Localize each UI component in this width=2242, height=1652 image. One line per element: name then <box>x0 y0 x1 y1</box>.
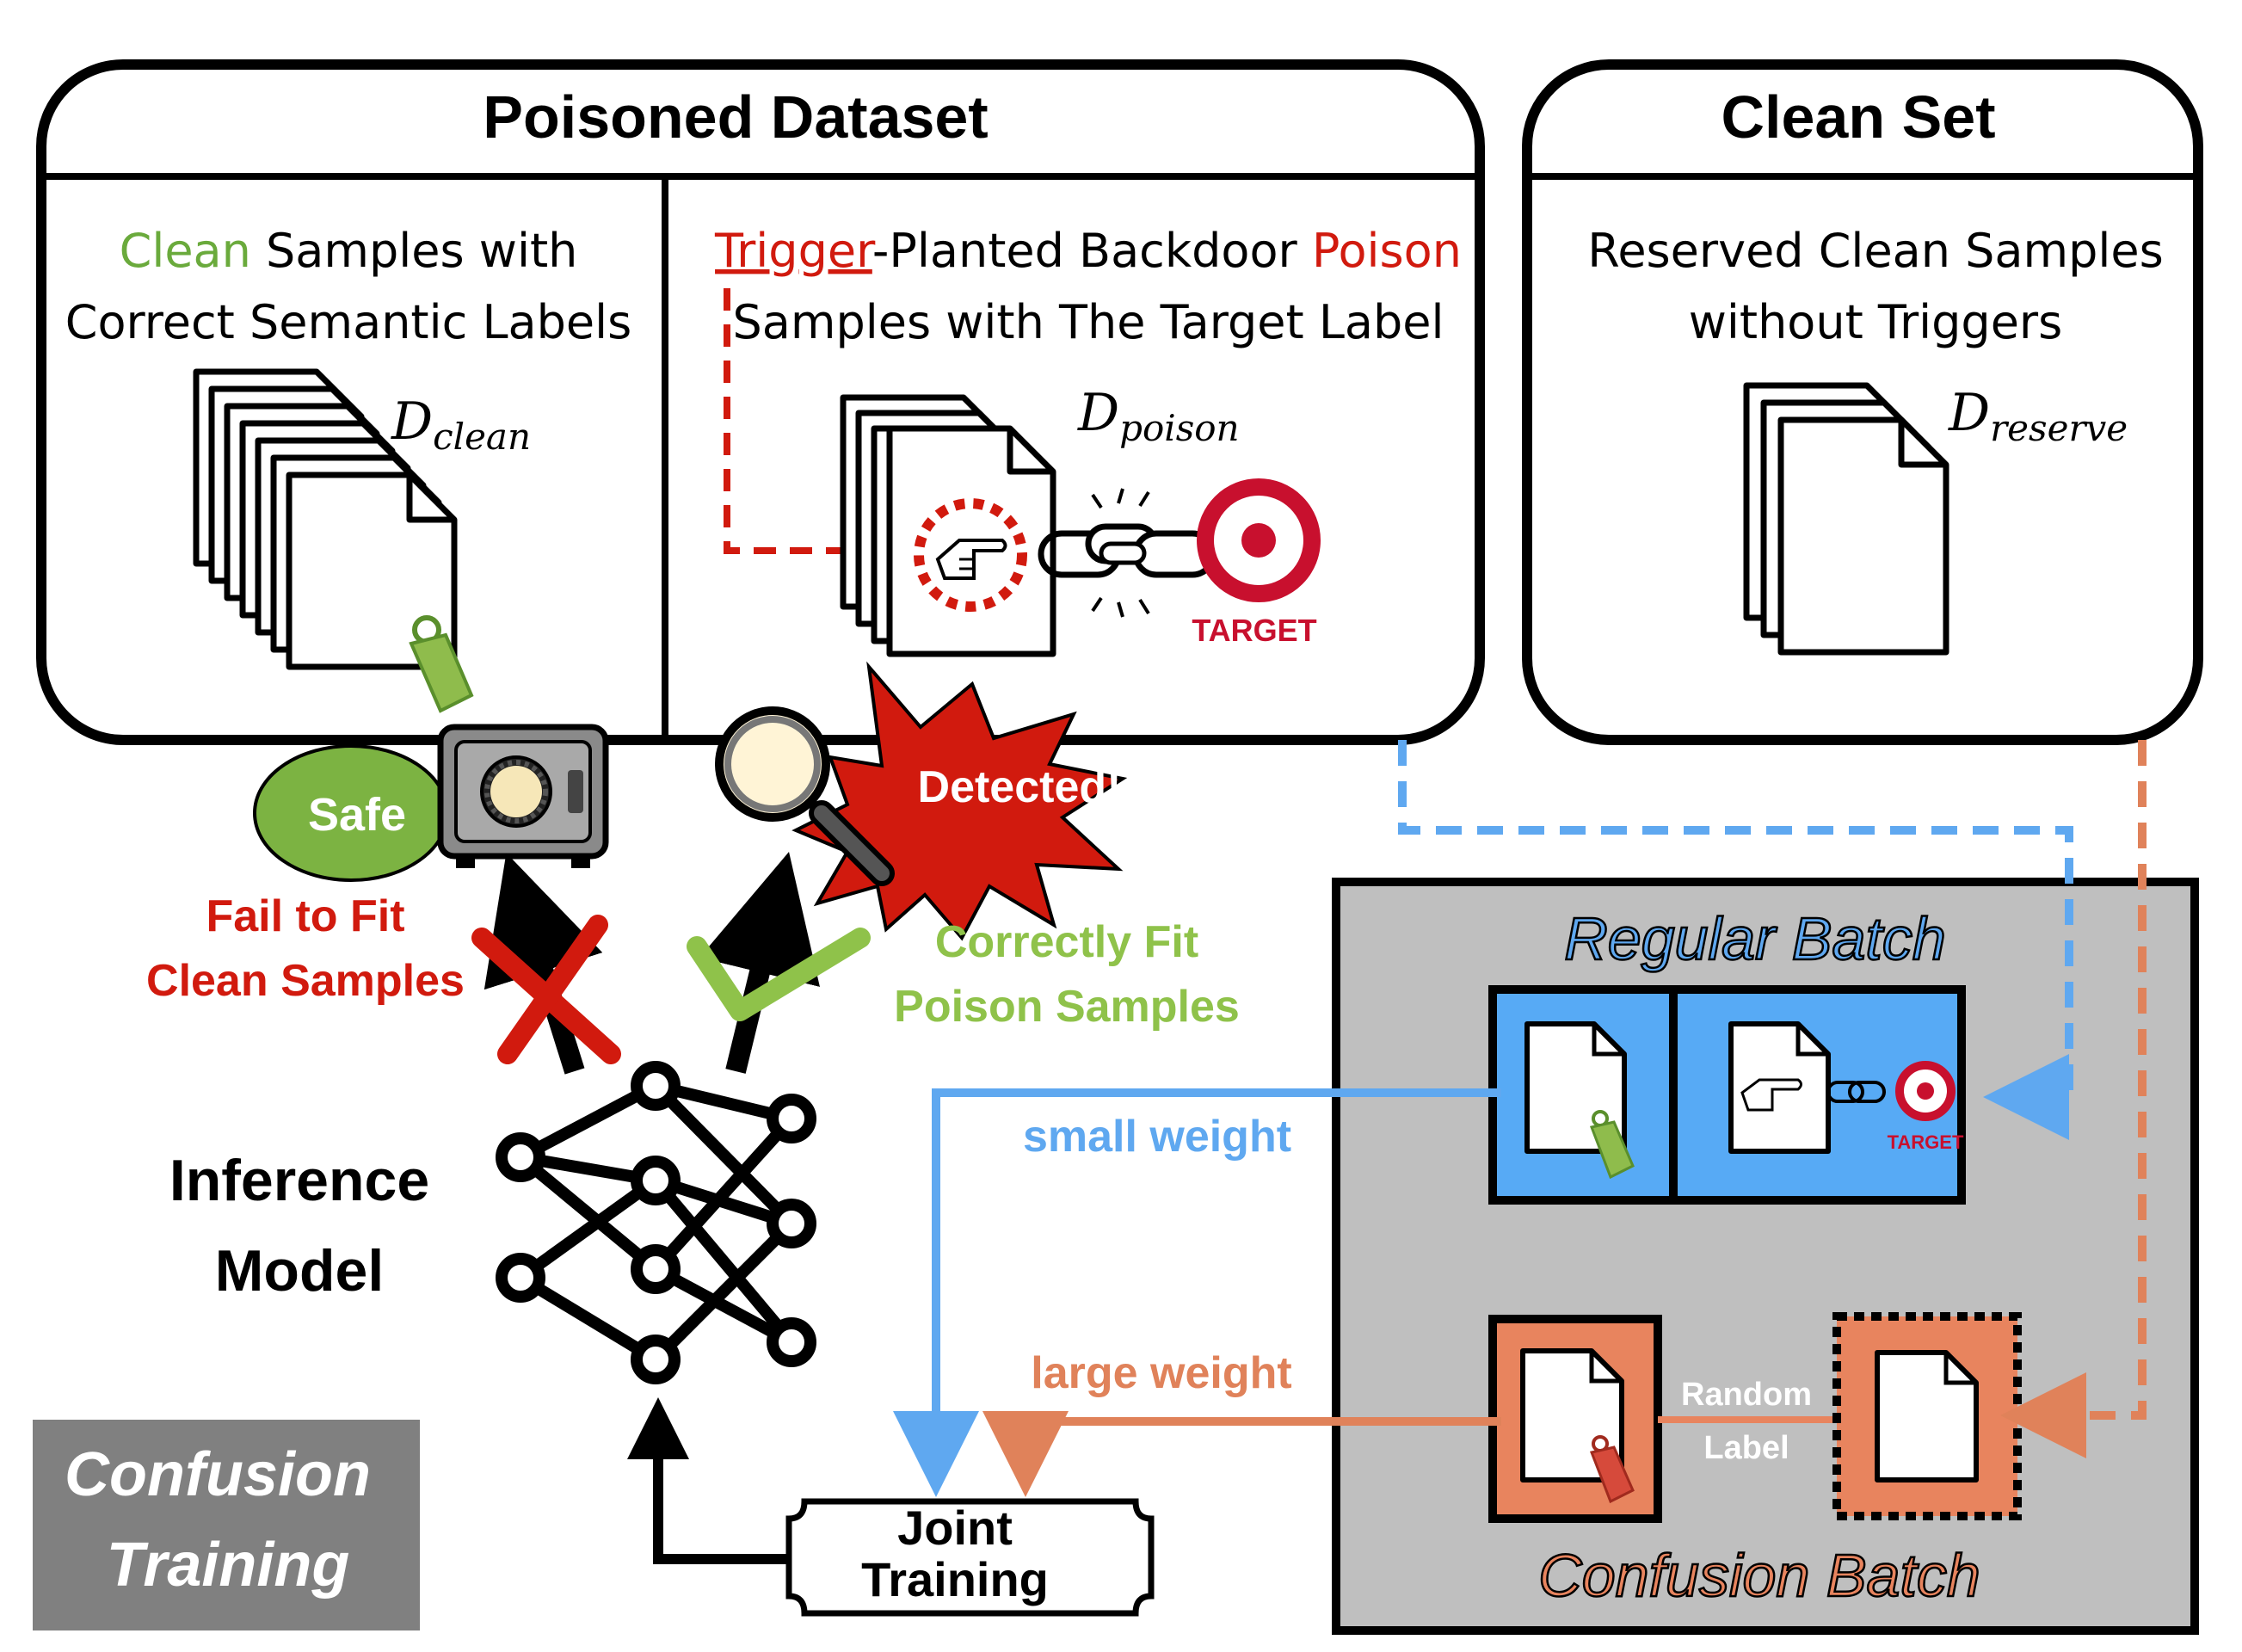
fail-line1: Fail to Fit <box>206 891 404 941</box>
regular-poison-document-icon: TARGET <box>1728 1021 1964 1154</box>
model-line1: Inference <box>169 1148 429 1213</box>
poisoned-dataset-title: Poisoned Dataset <box>483 83 988 151</box>
svg-text:TARGET: TARGET <box>1192 613 1316 648</box>
green-label-tag-icon <box>409 615 474 713</box>
clean-line2: Correct Semantic Labels <box>65 295 632 349</box>
magnifier-icon <box>715 706 895 886</box>
badge-line2: Training <box>107 1531 350 1600</box>
clean-set-line2: without Triggers <box>1689 295 2063 349</box>
training-panel: Regular Batch TARGET <box>1332 878 2199 1635</box>
inference-model-network-icon <box>496 1061 816 1384</box>
joint-line1: Joint <box>897 1501 1013 1555</box>
joint-to-model-arrow <box>627 1397 789 1564</box>
svg-text:Clean Samples with: Clean Samples with <box>120 224 578 278</box>
fail-cross-icon <box>471 915 621 1064</box>
poison-line2: Samples with The Target Label <box>732 295 1444 349</box>
detected-label: Detected! <box>918 762 1122 812</box>
target-icon: TARGET <box>1192 478 1321 648</box>
break-sparks <box>1091 488 1150 618</box>
trigger-hand-icon <box>914 498 1027 612</box>
chain-link-icon <box>1038 523 1216 578</box>
correct-line2: Poison Samples <box>894 982 1240 1032</box>
regular-batch: TARGET <box>1488 985 1966 1205</box>
confusion-reserve-document-icon <box>1875 1350 1979 1482</box>
success-check-icon <box>687 928 871 1021</box>
joint-line2: Training <box>861 1552 1049 1606</box>
trigger-arrow <box>724 288 905 578</box>
model-line2: Model <box>215 1238 384 1304</box>
random-label-line1: Random <box>1681 1377 1812 1413</box>
random-label-line2: Label <box>1703 1430 1789 1466</box>
clean-set-box: Clean Set Reserved Clean Samples without… <box>1522 59 2203 745</box>
clean-set-title: Clean Set <box>1722 83 1996 151</box>
confusion-batch-title: Confusion Batch <box>1538 1542 1980 1609</box>
safe-label: Safe <box>308 789 406 841</box>
clean-line1-rest: Samples with <box>251 224 578 278</box>
svg-text:TARGET: TARGET <box>1888 1131 1964 1153</box>
large-weight-arrow <box>982 1411 1501 1497</box>
d-reserve-symbol: Dreserve <box>1948 383 2128 449</box>
poison-word: Poison <box>1312 224 1462 278</box>
correct-line1: Correctly Fit <box>935 917 1198 967</box>
joint-training-box: Joint Training <box>785 1498 1155 1617</box>
confusion-training-badge: Confusion Training <box>33 1420 420 1630</box>
badge-line1: Confusion <box>65 1440 371 1509</box>
fail-line2: Clean Samples <box>146 956 465 1006</box>
small-weight-label: small weight <box>1023 1112 1291 1162</box>
poison-samples-panel: Trigger-Planted Backdoor Poison Samples … <box>714 224 1462 657</box>
detected-outcome: Detected! <box>715 661 1128 941</box>
confusion-clean-document-icon <box>1520 1348 1635 1504</box>
clean-document-stack-icon <box>193 368 458 670</box>
regular-clean-document-icon <box>1524 1021 1635 1180</box>
safe-vault-icon <box>437 724 609 868</box>
reserve-document-stack-icon <box>1743 382 1949 656</box>
clean-word: Clean <box>120 224 251 278</box>
clean-set-line1: Reserved Clean Samples <box>1587 224 2164 278</box>
large-weight-label: large weight <box>1031 1348 1291 1398</box>
trigger-word: Trigger <box>714 224 876 278</box>
clean-samples-panel: Clean Samples with Correct Semantic Labe… <box>65 224 632 713</box>
safe-outcome: Safe <box>253 724 609 882</box>
d-poison-symbol: Dpoison <box>1077 383 1240 449</box>
svg-text:Trigger-Planted Backdoor Poiso: Trigger-Planted Backdoor Poison <box>714 224 1462 278</box>
poisoned-to-regular-arrow <box>1398 740 2073 1140</box>
regular-batch-title: Regular Batch <box>1564 905 1946 972</box>
confusion-batch: Random Label <box>1488 1312 2022 1523</box>
d-clean-symbol: Dclean <box>391 391 531 458</box>
reserve-to-confusion-arrow <box>2000 740 2147 1458</box>
small-weight-arrow <box>893 1088 1501 1497</box>
